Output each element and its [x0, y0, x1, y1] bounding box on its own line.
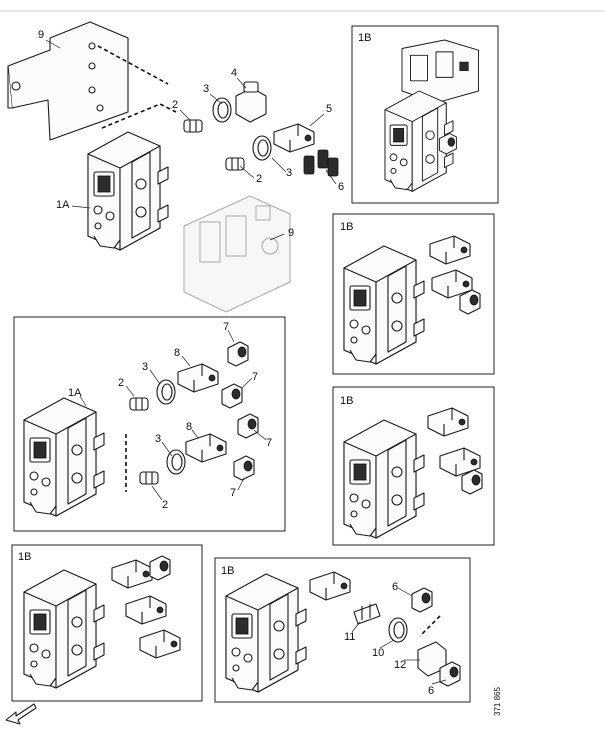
callout-8-b: 8 — [186, 421, 192, 433]
plugs-6 — [303, 149, 339, 177]
callout-8-a: 8 — [174, 347, 180, 359]
arrow-icon — [5, 703, 37, 725]
fitting-2-lower — [225, 157, 245, 171]
panel-1B-third: 1B — [332, 386, 495, 546]
panel-label: 1B — [221, 565, 234, 577]
callout-7-d: 7 — [230, 487, 236, 499]
panel-1B-bottom-left: 1B — [11, 544, 203, 702]
panel-1A-exploded — [13, 316, 286, 532]
callout-1A-mid: 1A — [68, 387, 82, 399]
panel-label: 1B — [358, 32, 371, 44]
panel-label: 1B — [18, 551, 31, 563]
callout-7-b: 7 — [252, 371, 258, 383]
callout-2-lower: 2 — [256, 173, 262, 185]
callout-5: 5 — [326, 103, 332, 115]
callout-3-upper: 3 — [203, 83, 209, 95]
callout-2-upper: 2 — [172, 99, 178, 111]
callout-7-c: 7 — [266, 437, 272, 449]
fitting-2-b — [139, 471, 159, 485]
callout-6-lower: 6 — [428, 685, 434, 697]
ghost-bracket-9 — [183, 195, 291, 313]
callout-3-b: 3 — [155, 433, 161, 445]
panel-1B-second: 1B — [332, 213, 495, 375]
callout-6-top: 6 — [338, 181, 344, 193]
callout-12: 12 — [394, 659, 406, 671]
panel-label: 1B — [340, 395, 353, 407]
callout-1A-top: 1A — [56, 199, 70, 211]
callout-9-bracket: 9 — [38, 29, 44, 41]
fitting-2-upper — [183, 119, 203, 133]
fitting-2-a — [129, 397, 149, 411]
callout-9-ghost: 9 — [288, 227, 294, 239]
elbow-4 — [235, 81, 267, 123]
top-left-assembly — [7, 21, 339, 313]
ring-3-b — [166, 449, 186, 475]
callout-4: 4 — [231, 67, 237, 79]
callout-11: 11 — [344, 631, 355, 643]
panel-1B-top: 1B — [351, 25, 499, 204]
callout-3-a: 3 — [142, 361, 148, 373]
tee-5 — [273, 123, 315, 153]
valve-1A — [87, 131, 169, 251]
callout-10: 10 — [372, 647, 384, 659]
panel-label: 1B — [340, 221, 353, 233]
callout-2-a: 2 — [118, 377, 124, 389]
panel-1B-bottom-right: 1B — [214, 557, 471, 703]
ring-3-lower — [252, 135, 272, 161]
ring-3-upper — [212, 97, 232, 123]
callout-7-a: 7 — [223, 321, 229, 333]
callout-6-upper: 6 — [392, 581, 398, 593]
figure-id: 371 865 — [493, 687, 502, 716]
adapter-11 — [353, 603, 381, 625]
callout-3-lower: 3 — [286, 167, 292, 179]
ring-10 — [388, 617, 408, 643]
callout-2-b: 2 — [162, 499, 168, 511]
bracket-9 — [7, 21, 129, 141]
